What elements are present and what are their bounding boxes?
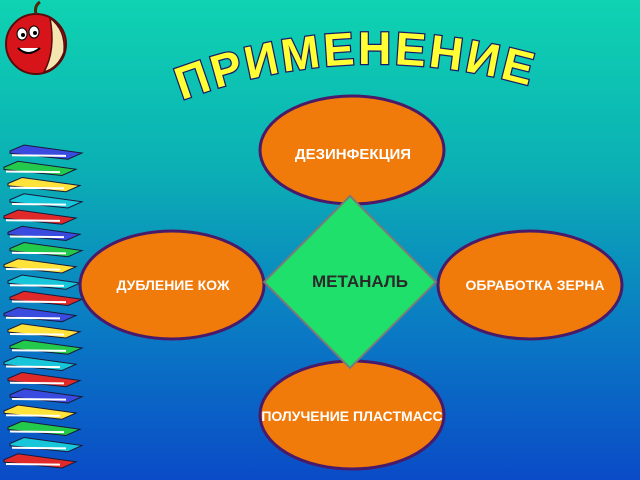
book-pages [5,414,61,417]
book-pages [9,235,65,239]
book-pages [9,430,65,434]
book-icon [3,355,78,372]
book-icon [3,404,78,420]
book-pages [11,154,67,157]
book-pages [5,219,61,222]
book-pages [9,333,65,336]
book-pages [11,398,67,401]
book-icon [3,258,78,274]
book-pages [5,316,61,320]
book-icon [9,241,84,258]
book-icon [7,323,82,339]
branch-top-label: ДЕЗИНФЕКЦИЯ [294,146,412,163]
branch-right-ellipse [436,229,624,341]
book-pages [11,349,67,352]
book-pages [5,365,61,369]
center-diamond [262,194,438,370]
branch-left-label: ДУБЛЕНИЕ КОЖ [116,277,230,293]
book-pages [5,463,61,466]
book-icon [7,176,82,193]
branch-bottom-label: ПОЛУЧЕНИЕ ПЛАСТМАСС [261,408,443,424]
book-icon [7,225,82,242]
book-icon [7,274,82,290]
book-icon [9,290,84,307]
book-pages [9,186,65,190]
book-pages [5,268,61,271]
book-icon [3,209,78,225]
book-icon [7,371,82,388]
book-pages [9,381,65,385]
book-icon [9,388,84,404]
book-pages [9,284,65,287]
book-pages [11,203,67,206]
book-icon [9,144,84,160]
book-stack-icon [3,144,84,469]
book-pages [11,251,67,255]
book-pages [11,446,67,450]
book-icon [3,453,78,469]
center-label: МЕТАНАЛЬ [312,272,408,291]
book-icon [7,420,82,437]
book-icon [9,436,84,453]
book-icon [3,306,78,323]
book-icon [9,339,84,355]
branch-right-label: ОБРАБОТКА ЗЕРНА [465,277,605,293]
apple-icon [5,0,67,75]
book-icon [9,193,84,209]
book-icon [3,160,78,177]
book-pages [5,170,61,174]
branch-left-ellipse [78,229,266,341]
book-pages [11,300,67,304]
